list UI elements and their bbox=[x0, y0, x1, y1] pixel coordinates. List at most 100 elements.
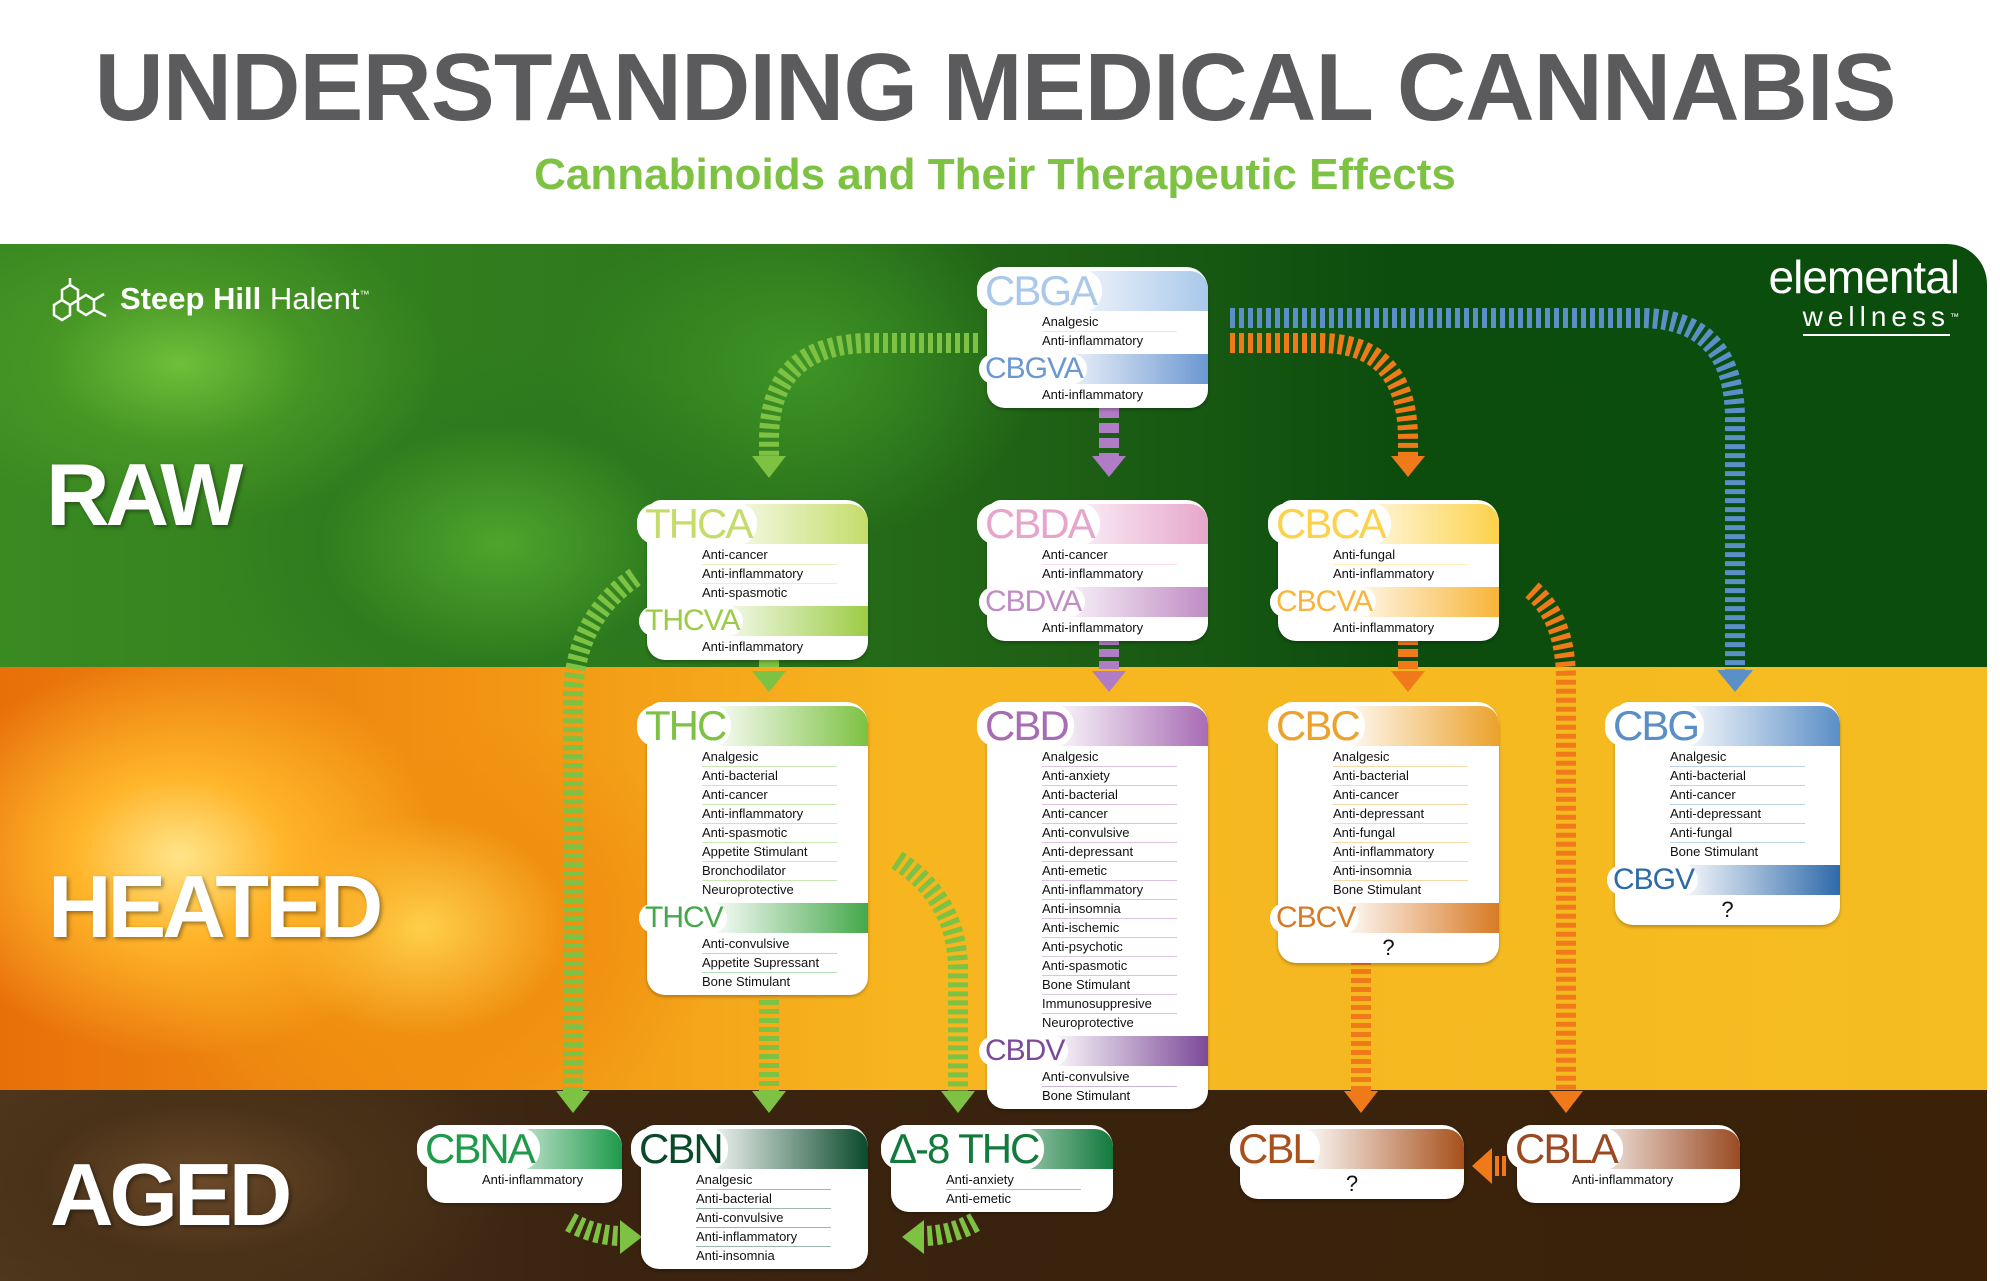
effects-list: Anti-inflammatory bbox=[647, 638, 868, 656]
stage-label-raw: RAW bbox=[46, 445, 243, 544]
card-header: Δ-8 THC bbox=[881, 1128, 1113, 1170]
page-subtitle: Cannabinoids and Their Therapeutic Effec… bbox=[534, 150, 1456, 199]
effect-item: Anti-insomnia bbox=[1333, 862, 1468, 881]
effect-item: Anti-bacterial bbox=[1333, 767, 1468, 786]
arrow-cbna-to-cbn bbox=[565, 1213, 623, 1246]
effect-item: Analgesic bbox=[702, 748, 837, 767]
effect-item: Appetite Supressant bbox=[702, 954, 837, 973]
effect-item: Anti-emetic bbox=[1042, 862, 1177, 881]
logo-left-tm: ™ bbox=[359, 289, 370, 301]
effect-item: Anti-inflammatory bbox=[1333, 566, 1435, 581]
compound-name: CBLA bbox=[1507, 1128, 1623, 1170]
card-cbl: CBL? bbox=[1230, 1125, 1464, 1199]
effect-item: Bone Stimulant bbox=[1042, 976, 1177, 995]
sub-header: CBCVA bbox=[1270, 587, 1499, 617]
logo-right-bottom: wellness bbox=[1802, 302, 1950, 336]
unknown-effects: ? bbox=[1382, 935, 1395, 960]
effect-item: Anti-cancer bbox=[1042, 546, 1177, 565]
card-header: CBD bbox=[977, 705, 1208, 747]
effect-item: Anti-ischemic bbox=[1042, 919, 1177, 938]
variant-name: CBCV bbox=[1270, 903, 1360, 933]
compound-name: CBGA bbox=[977, 270, 1103, 312]
effect-item: Anti-inflammatory bbox=[1042, 566, 1144, 581]
effect-item: Anti-emetic bbox=[946, 1191, 1012, 1206]
compound-name: CBG bbox=[1605, 705, 1705, 747]
effect-item: Neuroprotective bbox=[1042, 1015, 1134, 1030]
card-header: CBGA bbox=[977, 270, 1208, 312]
variant-name: CBGVA bbox=[979, 354, 1087, 384]
sub-header: THCV bbox=[639, 903, 868, 933]
compound-name: CBL bbox=[1230, 1128, 1320, 1170]
logo-left-light: Halent bbox=[269, 281, 360, 316]
page-title: UNDERSTANDING MEDICAL CANNABIS bbox=[94, 34, 1896, 141]
effect-item: Anti-convulsive bbox=[696, 1209, 831, 1228]
effect-item: Anti-inflammatory bbox=[702, 805, 837, 824]
effect-item: Anti-spasmotic bbox=[702, 585, 788, 600]
effect-item: Analgesic bbox=[1333, 748, 1468, 767]
variant-name: THCV bbox=[639, 903, 727, 933]
effect-item: Anti-inflammatory bbox=[1042, 620, 1144, 635]
effect-item: Analgesic bbox=[696, 1171, 831, 1190]
arrow-d8thc-to-cbn bbox=[921, 1213, 980, 1246]
compound-name: CBDA bbox=[977, 503, 1100, 545]
compound-name: THCA bbox=[637, 503, 758, 545]
arrow-cbga-to-cbg bbox=[1230, 308, 1745, 672]
effect-item: Anti-psychotic bbox=[1042, 938, 1177, 957]
card-header: CBLA bbox=[1507, 1128, 1740, 1170]
effect-item: Anti-inflammatory bbox=[1333, 620, 1435, 635]
effect-item: Anti-depressant bbox=[1670, 805, 1805, 824]
card-header: CBC bbox=[1268, 705, 1499, 747]
stage-label-heated: HEATED bbox=[48, 857, 383, 956]
steep-hill-halent-logo: Steep Hill Halent™ bbox=[50, 276, 370, 322]
effect-item: Analgesic bbox=[1042, 313, 1177, 332]
effect-item: Anti-bacterial bbox=[1670, 767, 1805, 786]
effect-item: Anti-insomnia bbox=[696, 1248, 775, 1263]
variant-name: CBGV bbox=[1607, 865, 1699, 895]
effect-item: Anti-fungal bbox=[1670, 824, 1805, 843]
arrow-thc-to-d8thc bbox=[891, 851, 968, 1093]
effects-list: Anti-inflammatory bbox=[987, 619, 1208, 637]
elemental-wellness-logo: elemental wellness™ bbox=[1735, 252, 1960, 336]
effect-item: Anti-spasmotic bbox=[1042, 957, 1177, 976]
arrow-thca-to-cbna bbox=[563, 568, 641, 1093]
effect-item: Anti-cancer bbox=[702, 546, 837, 565]
sub-header: CBCV bbox=[1270, 903, 1499, 933]
effect-item: Anti-inflammatory bbox=[702, 565, 837, 584]
effect-item: Anti-cancer bbox=[702, 786, 837, 805]
arrow-cbca-to-cbla bbox=[1525, 582, 1576, 1093]
effect-item: Anti-insomnia bbox=[1042, 900, 1177, 919]
effect-item: Anti-inflammatory bbox=[1042, 333, 1144, 348]
effect-item: Anti-convulsive bbox=[702, 935, 837, 954]
effects-list: Anti-inflammatory bbox=[427, 1171, 622, 1189]
card-header: CBN bbox=[631, 1128, 868, 1170]
compound-name: CBCA bbox=[1268, 503, 1391, 545]
effect-item: Anti-bacterial bbox=[696, 1190, 831, 1209]
arrow-cbga-to-thca bbox=[759, 333, 978, 458]
arrow-cbga-to-cbca bbox=[1230, 333, 1418, 458]
effect-item: Anti-inflammatory bbox=[702, 639, 804, 654]
molecule-icon bbox=[52, 278, 107, 322]
sub-header: CBGV bbox=[1607, 865, 1840, 895]
logo-left-bold: Steep Hill bbox=[120, 281, 262, 316]
effect-item: Anti-depressant bbox=[1042, 843, 1177, 862]
effect-item: Analgesic bbox=[1042, 748, 1177, 767]
card-header: CBG bbox=[1605, 705, 1840, 747]
effects-list: Anti-inflammatory bbox=[1517, 1171, 1740, 1189]
effects-list: Anti-inflammatory bbox=[1278, 619, 1499, 637]
